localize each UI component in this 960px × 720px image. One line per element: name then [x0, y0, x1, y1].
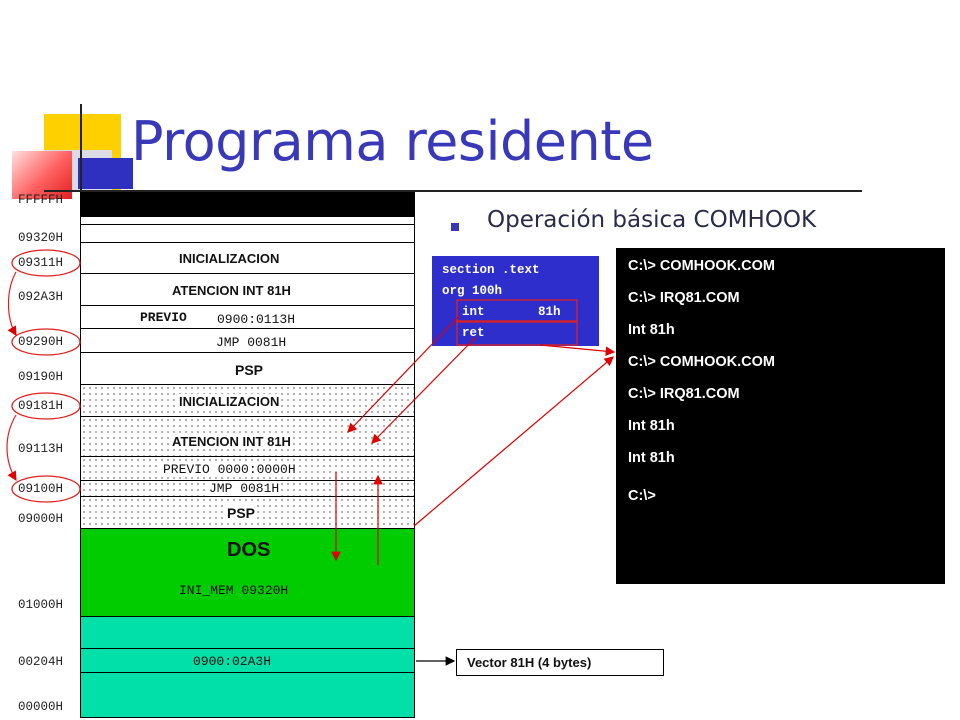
terminal-line-2: C:\> IRQ81.COM	[628, 290, 740, 306]
highlight-int-81h	[456, 299, 578, 323]
decor-vertical-line	[80, 104, 82, 192]
address-09320h: 09320H	[18, 231, 64, 245]
highlight-ret	[456, 320, 578, 346]
memory-block-teal-2	[80, 672, 415, 718]
memory-block-psp-top	[80, 352, 415, 385]
label-jmp-bottom: JMP 0081H	[207, 481, 282, 496]
label-atencion-bottom: ATENCION INT 81H	[170, 434, 293, 449]
address-00204h: 00204H	[18, 655, 64, 669]
label-vector-value: 0900:02A3H	[193, 654, 272, 669]
address-00000h: 00000H	[18, 700, 64, 714]
connector-arc-bottom	[6, 414, 17, 482]
address-09190h: 09190H	[18, 370, 64, 384]
address-09181h: 09181H	[18, 399, 64, 413]
code-line-ret: ret	[462, 326, 485, 340]
vector-label: Vector 81H (4 bytes)	[467, 655, 592, 670]
vector-label-box: Vector 81H (4 bytes)	[456, 649, 664, 676]
label-previo-word: PREVIO	[140, 310, 187, 325]
terminal-line-5: C:\> IRQ81.COM	[628, 386, 740, 402]
terminal-line-3: Int 81h	[628, 322, 675, 338]
code-box: section .text org 100h int 81h ret	[432, 256, 599, 346]
address-ffffh: FFFFFH	[18, 193, 64, 207]
address-09311h: 09311H	[18, 256, 64, 270]
decor-horizontal-line	[44, 190, 862, 192]
code-line-section: section .text	[442, 263, 540, 277]
label-psp-top: PSP	[235, 362, 264, 378]
label-previo-top-value: 0900:0113H	[217, 312, 296, 327]
label-atencion-top: ATENCION INT 81H	[172, 283, 291, 298]
address-09113h: 09113H	[18, 442, 64, 456]
memory-block-atencion-bottom	[80, 416, 415, 457]
address-092a3h: 092A3H	[18, 290, 64, 304]
decor-blue-square	[78, 158, 133, 189]
memory-block-inicializacion-top	[80, 242, 415, 274]
label-dos: DOS	[227, 539, 271, 561]
code-line-int-arg: 81h	[538, 305, 561, 319]
memory-block-previo-top	[80, 305, 415, 329]
address-circle-09100h	[11, 475, 81, 503]
memory-block-top-black	[80, 192, 415, 216]
terminal-line-8: C:\>	[628, 488, 656, 504]
terminal-line-6: Int 81h	[628, 418, 675, 434]
terminal-line-4: C:\> COMHOOK.COM	[628, 354, 776, 370]
address-circle-09181h	[11, 392, 81, 420]
slide-subtitle: Operación básica COMHOOK	[487, 207, 817, 233]
address-09100h: 09100H	[18, 482, 64, 496]
label-jmp-top: JMP 0081H	[216, 335, 287, 350]
terminal-line-1: C:\> COMHOOK.COM	[628, 258, 776, 274]
address-01000h: 01000H	[18, 598, 64, 612]
address-circle-09311h	[11, 249, 81, 277]
label-ini-mem: INI_MEM 09320H	[179, 583, 289, 598]
label-inicializacion-top: INICIALIZACION	[179, 251, 280, 266]
arrow-psp-to-terminal	[413, 356, 614, 527]
slide-title: Programa residente	[131, 110, 654, 173]
code-line-org: org 100h	[442, 284, 503, 298]
arrow-ret-to-terminal	[539, 344, 616, 356]
terminal-window: C:\> COMHOOK.COM C:\> IRQ81.COM Int 81h …	[616, 248, 945, 584]
label-inicializacion-bottom: INICIALIZACION	[177, 394, 282, 409]
connector-arc-top	[7, 271, 17, 337]
address-09290h: 09290H	[18, 335, 64, 349]
address-09000h: 09000H	[18, 512, 64, 526]
arrow-code-to-atencion	[371, 336, 477, 444]
terminal-line-7: Int 81h	[628, 450, 675, 466]
code-line-int-op: int	[462, 305, 485, 319]
memory-block-atencion-top	[80, 273, 415, 306]
label-psp-bottom: PSP	[225, 505, 258, 521]
address-circle-09290h	[11, 328, 81, 356]
label-previo-bottom: PREVIO 0000:0000H	[161, 462, 298, 477]
bullet-icon	[451, 223, 459, 231]
arrow-int-to-atencion	[347, 315, 460, 433]
